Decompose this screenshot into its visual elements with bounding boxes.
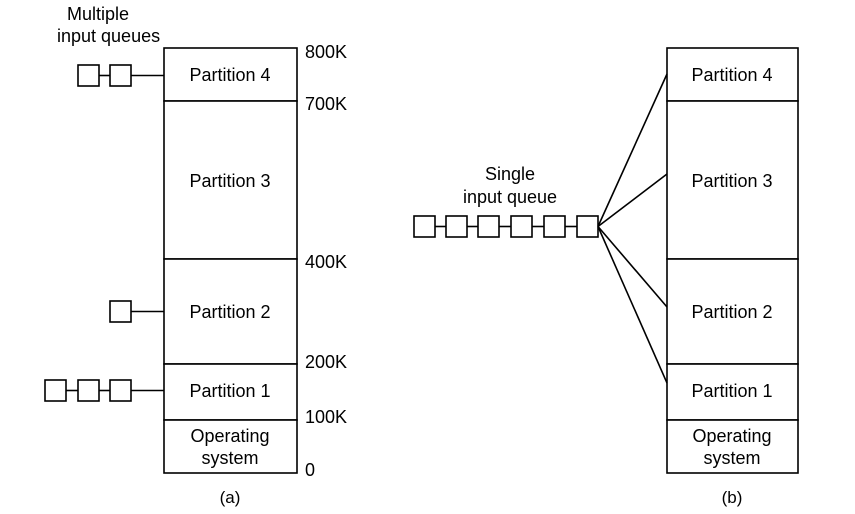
mark-100k: 100K [305, 407, 347, 427]
os-label-line-1: Operating [190, 426, 269, 446]
mark-400k: 400K [305, 252, 347, 272]
single-input-queue [413, 215, 599, 238]
partition-4-block [163, 47, 298, 102]
link-to-partition-4 [597, 73, 668, 227]
partition-3-block [163, 100, 298, 260]
queue-job [445, 215, 468, 238]
queue-job [109, 300, 132, 323]
queue-job [109, 379, 132, 402]
operating-system-block [163, 419, 298, 474]
os-label-line-1: Operating [692, 426, 771, 446]
partition-1-label: Partition 1 [189, 381, 270, 401]
mark-200k: 200K [305, 352, 347, 372]
queue-label-line-1: Multiple [67, 4, 129, 24]
operating-system-block [666, 419, 799, 474]
partition-2-block [666, 258, 799, 365]
link-to-partition-2 [597, 225, 668, 308]
queue-label-line-2: input queues [57, 26, 160, 46]
queue-job [77, 64, 100, 87]
queue-job [413, 215, 436, 238]
partition-1-block [163, 363, 298, 421]
os-label-line-2: system [201, 448, 258, 468]
os-label-line-2: system [703, 448, 760, 468]
partition-2-block [163, 258, 298, 365]
diagram-b: Single input queue Partition 4 Partition… [413, 47, 799, 507]
link-to-partition-3 [597, 173, 668, 228]
queue-job [44, 379, 67, 402]
partition-3-label: Partition 3 [691, 171, 772, 191]
queue-label-line-1: Single [485, 164, 535, 184]
partition-4-block [666, 47, 799, 102]
queue-partition-4 [77, 64, 164, 87]
queue-fanout-lines [597, 73, 668, 384]
queue-job [477, 215, 500, 238]
partition-3-label: Partition 3 [189, 171, 270, 191]
queue-job [77, 379, 100, 402]
caption-a: (a) [220, 488, 241, 507]
caption-b: (b) [722, 488, 743, 507]
partition-1-label: Partition 1 [691, 381, 772, 401]
diagram-a: Multiple input queues Partition 4 Partit… [44, 4, 347, 507]
queue-label-line-2: input queue [463, 187, 557, 207]
queue-partition-2 [109, 300, 164, 323]
queue-job [510, 215, 533, 238]
partition-4-label: Partition 4 [691, 65, 772, 85]
mark-0: 0 [305, 460, 315, 480]
partition-4-label: Partition 4 [189, 65, 270, 85]
mark-800k: 800K [305, 42, 347, 62]
partition-2-label: Partition 2 [189, 302, 270, 322]
link-to-partition-1 [597, 226, 668, 384]
mark-700k: 700K [305, 94, 347, 114]
partition-3-block [666, 100, 799, 260]
queue-job [576, 215, 599, 238]
queue-job [543, 215, 566, 238]
queue-job [109, 64, 132, 87]
queue-partition-1 [44, 379, 164, 402]
partition-2-label: Partition 2 [691, 302, 772, 322]
